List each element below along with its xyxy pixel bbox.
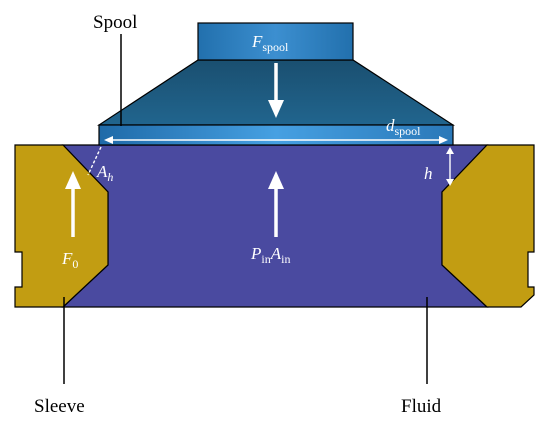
d-spool-dimension-arrow (104, 136, 448, 144)
sleeve-right (441, 144, 535, 308)
f-spool-symbol: Fspool (251, 32, 289, 54)
f0-symbol: F0 (61, 249, 78, 271)
a-h-dashed-line (87, 146, 102, 176)
spool-label: Spool (93, 12, 137, 33)
h-dimension-arrow (446, 147, 454, 186)
h-symbol: h (424, 164, 433, 183)
spool-stem (197, 22, 354, 61)
f0-arrow (65, 171, 81, 237)
d-spool-symbol: dspool (386, 116, 421, 138)
fluid-label: Fluid (401, 396, 442, 417)
pressure-force-arrow (268, 171, 284, 237)
a-h-symbol: Ah (96, 162, 113, 184)
f-spool-arrow (268, 63, 284, 118)
sleeve-label: Sleeve (34, 396, 85, 417)
pressure-area-symbol: PinAin (250, 244, 290, 266)
sleeve-left (14, 144, 109, 308)
